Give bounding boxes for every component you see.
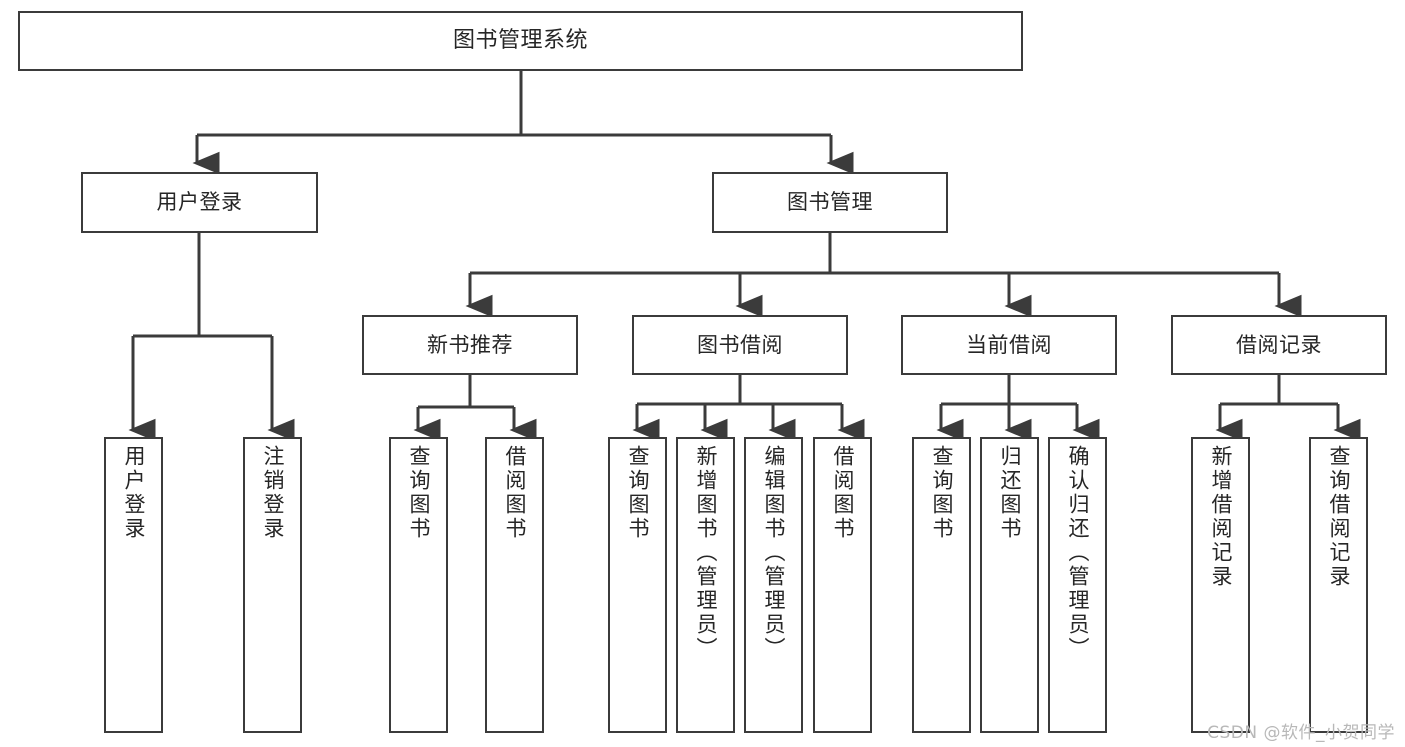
node-label: 确认归还（管理员） [1066, 445, 1090, 661]
node-label: 编辑图书（管理员） [762, 445, 786, 661]
node-label: 查询图书 [626, 445, 650, 541]
node-label: 注销登录 [261, 445, 285, 541]
node-label: 新增借阅记录 [1209, 445, 1233, 589]
node-label: 图书借阅 [697, 332, 783, 357]
node-label: 当前借阅 [966, 332, 1052, 357]
leaf-add-book-admin[interactable]: 新增图书（管理员） [676, 437, 735, 733]
node-label: 用户登录 [122, 445, 146, 541]
leaf-query-books-current[interactable]: 查询图书 [912, 437, 971, 733]
leaf-logout[interactable]: 注销登录 [243, 437, 302, 733]
leaf-add-borrow-record[interactable]: 新增借阅记录 [1191, 437, 1250, 733]
leaf-borrow-books[interactable]: 借阅图书 [813, 437, 872, 733]
leaf-query-books-borrow[interactable]: 查询图书 [608, 437, 667, 733]
node-label: 查询图书 [930, 445, 954, 541]
leaf-user-login[interactable]: 用户登录 [104, 437, 163, 733]
csdn-watermark: CSDN @软件_小贺同学 [1207, 723, 1395, 743]
leaf-borrow-books-recommend[interactable]: 借阅图书 [485, 437, 544, 733]
node-root-book-management-system[interactable]: 图书管理系统 [18, 11, 1023, 71]
node-label: 新增图书（管理员） [694, 445, 718, 661]
node-new-book-recommendation[interactable]: 新书推荐 [362, 315, 578, 375]
node-book-management[interactable]: 图书管理 [712, 172, 948, 233]
leaf-edit-book-admin[interactable]: 编辑图书（管理员） [744, 437, 803, 733]
node-label: 查询图书 [407, 445, 431, 541]
node-label: 借阅图书 [831, 445, 855, 541]
node-label: 图书管理系统 [452, 28, 588, 54]
node-label: 归还图书 [998, 445, 1022, 541]
node-label: 查询借阅记录 [1327, 445, 1351, 589]
node-borrowing-records[interactable]: 借阅记录 [1171, 315, 1387, 375]
node-label: 借阅图书 [503, 445, 527, 541]
node-book-borrowing[interactable]: 图书借阅 [632, 315, 848, 375]
leaf-query-borrow-record[interactable]: 查询借阅记录 [1309, 437, 1368, 733]
leaf-return-books[interactable]: 归还图书 [980, 437, 1039, 733]
node-label: 新书推荐 [427, 332, 513, 357]
leaf-query-books-recommend[interactable]: 查询图书 [389, 437, 448, 733]
node-label: 借阅记录 [1236, 332, 1322, 357]
node-user-login[interactable]: 用户登录 [81, 172, 318, 233]
node-label: 用户登录 [156, 190, 243, 215]
leaf-confirm-return-admin[interactable]: 确认归还（管理员） [1048, 437, 1107, 733]
node-label: 图书管理 [787, 190, 873, 215]
node-current-borrowing[interactable]: 当前借阅 [901, 315, 1117, 375]
